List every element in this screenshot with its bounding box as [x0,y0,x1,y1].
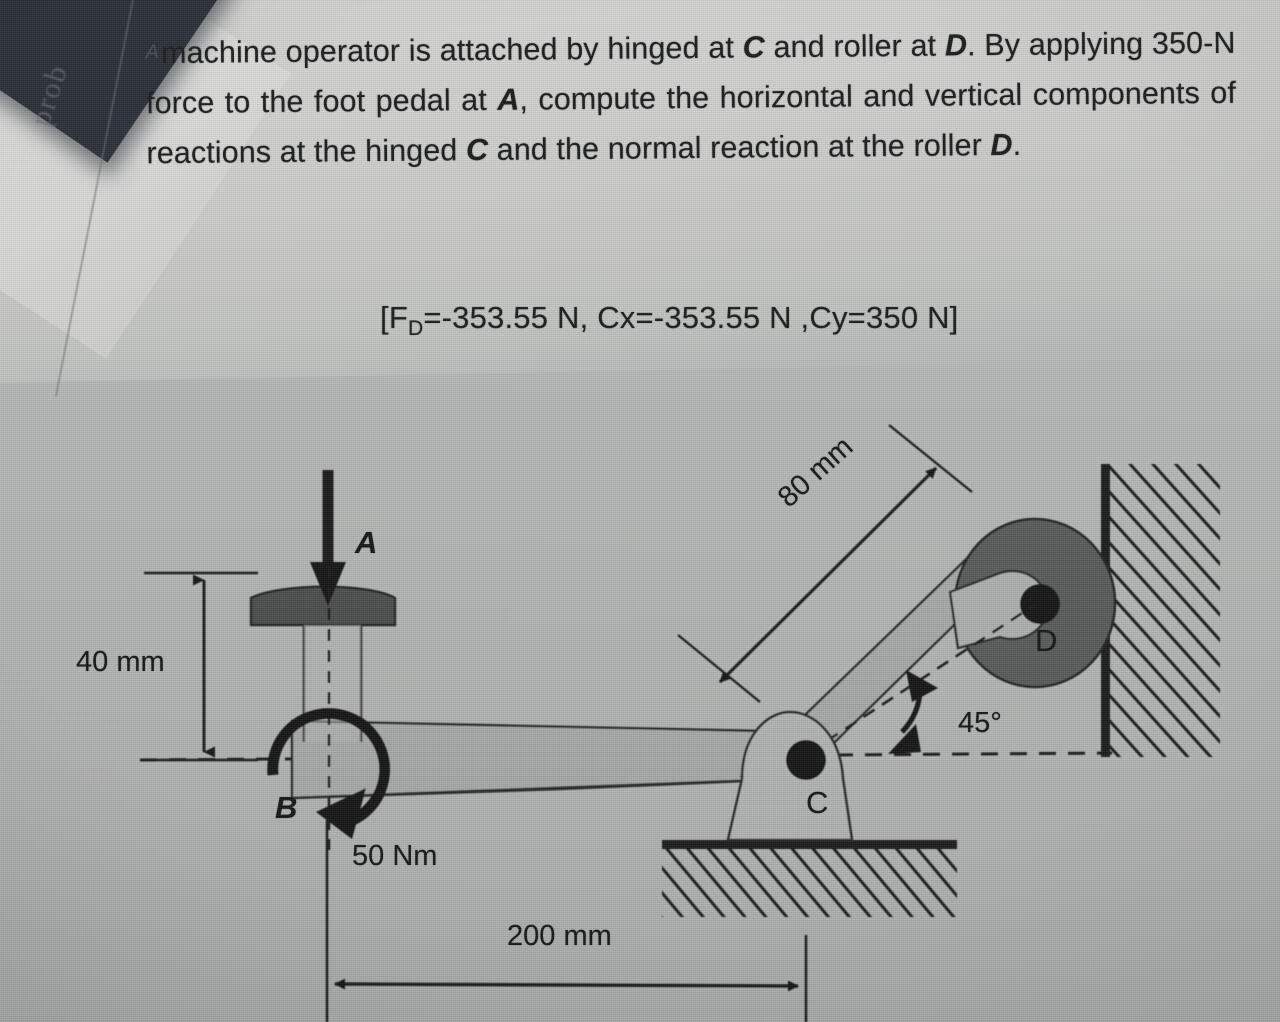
dimension-200mm [325,820,808,1022]
answer-cx: Cx=-353.55 N [597,300,801,335]
label-point-b: B [275,790,298,825]
label-point-d: D [1035,623,1058,658]
problem-statement: Amachine operator is attached by hinged … [145,17,1236,178]
answer-cy: ,Cy=350 N] [800,300,959,335]
dimension-40mm [144,571,258,762]
statement-lead-letter: A [145,41,160,64]
answer-fd-value: =-353.55 N, [423,300,598,335]
wall-support-hatch [1101,464,1220,757]
answer-fd-subscript: D [407,317,424,341]
statement-line3: compute the horizontal and vertical comp… [538,75,1237,117]
label-angle-45: 45° [958,707,1002,739]
roller-D [948,517,1117,689]
statement-line5-tail: . [1012,127,1022,162]
statement-line4-b: and the normal reaction at the [487,128,906,167]
ground-support-hatch [662,840,957,917]
statement-ref-d1: D [944,28,968,63]
pin-D [1020,584,1060,624]
statement-ref-a2: A [497,82,520,117]
statement-ref-c1: C [742,30,765,65]
applied-force-arrow-A [310,470,346,606]
label-moment-50nm: 50 Nm [352,840,438,872]
foot-pedal-pad-A [249,585,397,627]
moment-arrow-B [267,707,391,839]
statement-line4-a: reactions at the hinged [146,133,467,171]
angle-arc-45 [888,670,938,754]
answer-open: [F [380,300,408,335]
label-dimension-40mm: 40 mm [76,646,165,678]
label-point-c: C [806,785,829,820]
label-dimension-200mm: 200 mm [507,920,612,952]
statement-line2-a: at [910,28,946,63]
statement-ref-d2: D [990,127,1013,163]
pin-C [786,740,826,780]
statement-line1-tail: and roller [764,28,902,65]
statement-line5-a: roller [913,128,991,163]
statement-ref-c2: C [465,132,489,168]
answer-line: [FD=-353.55 N, Cx=-353.55 N ,Cy=350 N] [380,300,959,341]
statement-line1-rest: machine operator is attached by hinged a… [160,30,743,71]
statement-line2-tail: , [519,82,529,117]
mechanism-diagram: A B C D 40 mm 80 mm 200 mm 50 Nm 45° [0,380,1280,1022]
dimension-80mm [677,424,973,703]
label-point-a: A [355,525,378,560]
hinge-bracket-C [726,710,854,842]
